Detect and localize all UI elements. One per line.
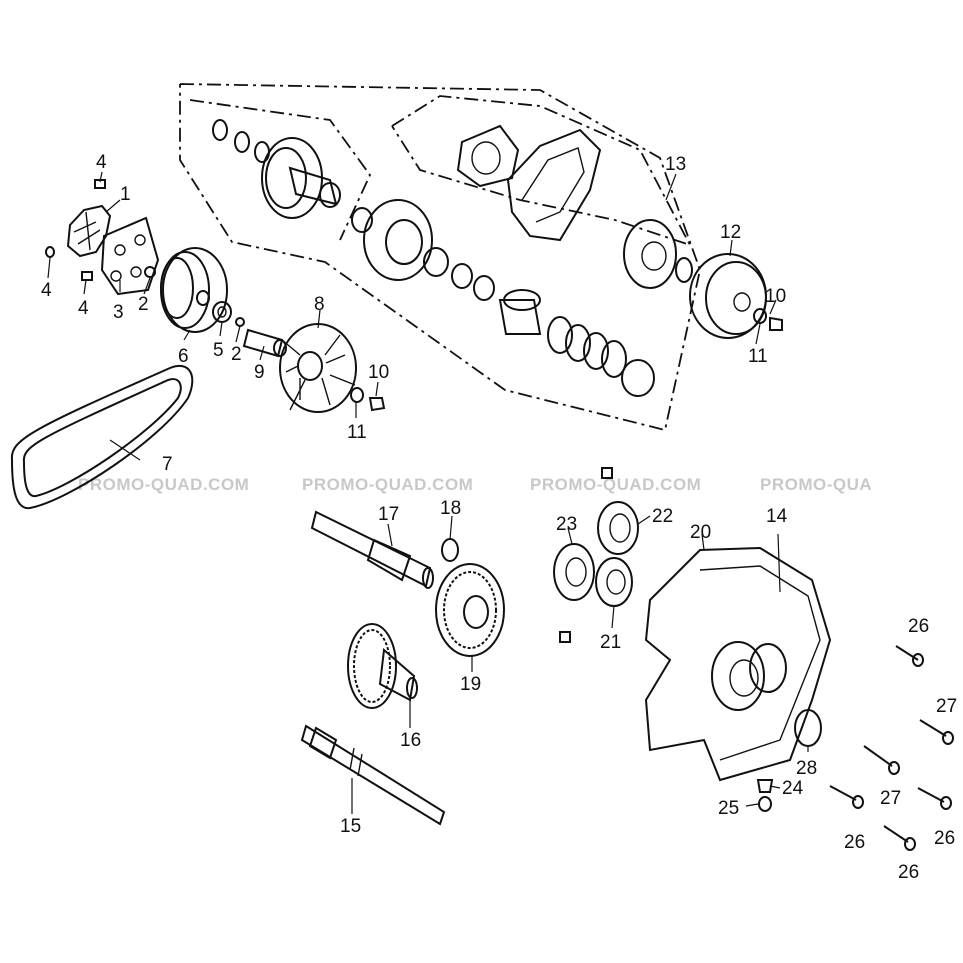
callout-4: 4: [96, 152, 107, 173]
callout-5: 5: [213, 340, 224, 361]
small-parts-4: [45, 179, 106, 281]
callout-4: 4: [78, 298, 89, 319]
gear-shaft-16: [347, 623, 418, 709]
callout-16: 16: [400, 730, 421, 751]
clutch-assembly-internals: [212, 119, 693, 397]
callout-26: 26: [844, 832, 865, 853]
callout-26: 26: [898, 862, 919, 883]
circlip-18: [441, 538, 459, 562]
callout-6: 6: [178, 346, 189, 367]
callout-labels: 1 2 2 3 4 4 4 5 6 7 8 9 10 10 11 11 12 1…: [41, 152, 957, 883]
callout-2: 2: [138, 294, 149, 315]
callout-20: 20: [690, 522, 711, 543]
callout-27: 27: [880, 788, 901, 809]
bearings-21-22-23: [553, 467, 639, 643]
callout-12: 12: [720, 222, 741, 243]
callout-15: 15: [340, 816, 361, 837]
gear-19: [435, 563, 505, 657]
callout-22: 22: [652, 506, 673, 527]
fan-drive-face-8: [279, 323, 357, 413]
main-shaft-17: [310, 510, 434, 589]
callout-23: 23: [556, 514, 577, 535]
callout-26: 26: [908, 616, 929, 637]
nut-washer-10-11-right: [753, 308, 783, 331]
plug-24-25: [756, 779, 774, 812]
ramp-plate-3: [100, 216, 160, 296]
watermark-row: PROMO-QUAD.COM PROMO-QUAD.COM PROMO-QUAD…: [78, 475, 872, 494]
callout-13: 13: [665, 154, 686, 175]
callout-11: 11: [347, 422, 367, 443]
callout-24: 24: [782, 778, 804, 799]
movable-drive-face-6: [160, 247, 228, 333]
callout-21: 21: [600, 632, 621, 653]
callout-10: 10: [765, 286, 786, 307]
drive-belt-7: [10, 365, 194, 510]
seal-28: [794, 709, 822, 747]
callout-27: 27: [936, 696, 957, 717]
callout-3: 3: [113, 302, 124, 323]
assembly-boundary-13: [179, 83, 701, 432]
callout-28: 28: [796, 758, 817, 779]
callout-17: 17: [378, 504, 399, 525]
leader-lines: [47, 171, 809, 814]
clutch-bell-12: [689, 253, 767, 339]
callout-11: 11: [748, 346, 768, 367]
nut-washer-10-11-left: [350, 387, 386, 412]
callout-10: 10: [368, 362, 389, 383]
callout-4: 4: [41, 280, 52, 301]
callout-26: 26: [934, 828, 955, 849]
callout-1: 1: [120, 184, 131, 205]
watermark-text: PROMO-QUAD.COM: [302, 475, 473, 494]
callout-2: 2: [231, 344, 242, 365]
watermark-text: PROMO-QUAD.COM: [78, 475, 249, 494]
callout-19: 19: [460, 674, 481, 695]
callout-18: 18: [440, 498, 461, 519]
callout-25: 25: [718, 798, 739, 819]
watermark-text: PROMO-QUAD.COM: [530, 475, 701, 494]
collar-9: [242, 328, 287, 358]
crankcase-cover-14-20: [644, 546, 832, 782]
callout-14: 14: [766, 506, 788, 527]
callout-9: 9: [254, 362, 265, 383]
output-shaft-15: [300, 724, 446, 826]
bolts-26-27: [829, 645, 954, 851]
callout-8: 8: [314, 294, 325, 315]
callout-7: 7: [162, 454, 173, 475]
watermark-text: PROMO-QUA: [760, 475, 872, 494]
